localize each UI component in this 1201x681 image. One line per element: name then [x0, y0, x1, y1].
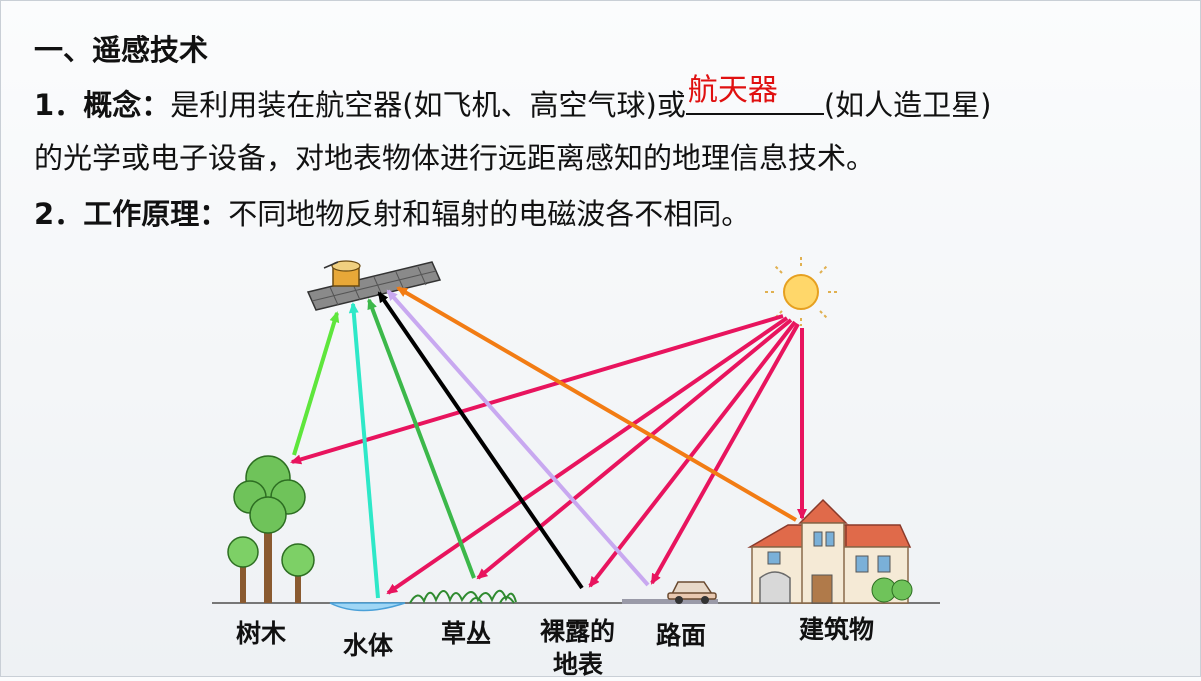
sun-icon — [762, 256, 840, 326]
concept-line-2: 的光学或电子设备，对地表物体进行远距离感知的地理信息技术。 — [34, 141, 876, 175]
concept-number: 1． — [34, 88, 84, 122]
sunlight-to-bare-ground-arrow — [588, 320, 797, 588]
concept-text-after: (如人造卫星) — [823, 88, 992, 122]
sunlight-to-water-arrow — [386, 316, 789, 595]
principle-text: 不同地物反射和辐射的电磁波各不相同。 — [228, 197, 751, 231]
road-surface — [622, 599, 718, 604]
principle-label: 工作原理： — [83, 197, 229, 231]
satellite-icon — [306, 260, 442, 311]
label-bare-ground-line1: 裸露的 — [540, 617, 616, 646]
bare-ground-reflection-arrow — [377, 291, 584, 590]
building-reflection-arrow — [396, 286, 798, 522]
label-bare-ground-line2: 地表 — [553, 650, 604, 679]
section-heading: 一、遥感技术 — [34, 33, 209, 67]
label-water: 水体 — [343, 631, 394, 660]
label-road: 路面 — [656, 621, 707, 650]
concept-label: 概念： — [83, 88, 171, 122]
road-reflection-arrow — [386, 289, 650, 587]
grass-reflection-arrow — [367, 298, 476, 579]
sunlight-to-road-arrow — [650, 323, 800, 585]
fill-blank-answer: 航天器 — [687, 73, 778, 108]
label-grass: 草丛 — [441, 619, 492, 648]
concept-line-1: 1．概念：是利用装在航空器(如飞机、高空气球)或航天器 (如人造卫星) — [34, 73, 992, 125]
water-reflection-arrow — [348, 302, 380, 599]
tree-reflection-arrow — [292, 311, 340, 456]
fill-blank: 航天器 — [685, 73, 824, 115]
tree-icon — [227, 455, 315, 603]
car-icon — [667, 581, 717, 604]
sunlight-to-grass-arrow — [476, 318, 793, 580]
label-building: 建筑物 — [799, 615, 875, 644]
principle-number: 2． — [34, 197, 84, 231]
principle-line: 2．工作原理：不同地物反射和辐射的电磁波各不相同。 — [34, 194, 750, 234]
concept-text-before: 是利用装在航空器(如飞机、高空气球)或 — [170, 88, 686, 122]
sunlight-to-tree-arrow — [290, 314, 784, 465]
grass-icon — [409, 589, 517, 604]
water-surface — [329, 602, 406, 612]
building-icon — [747, 498, 913, 604]
label-tree: 树木 — [236, 619, 287, 648]
